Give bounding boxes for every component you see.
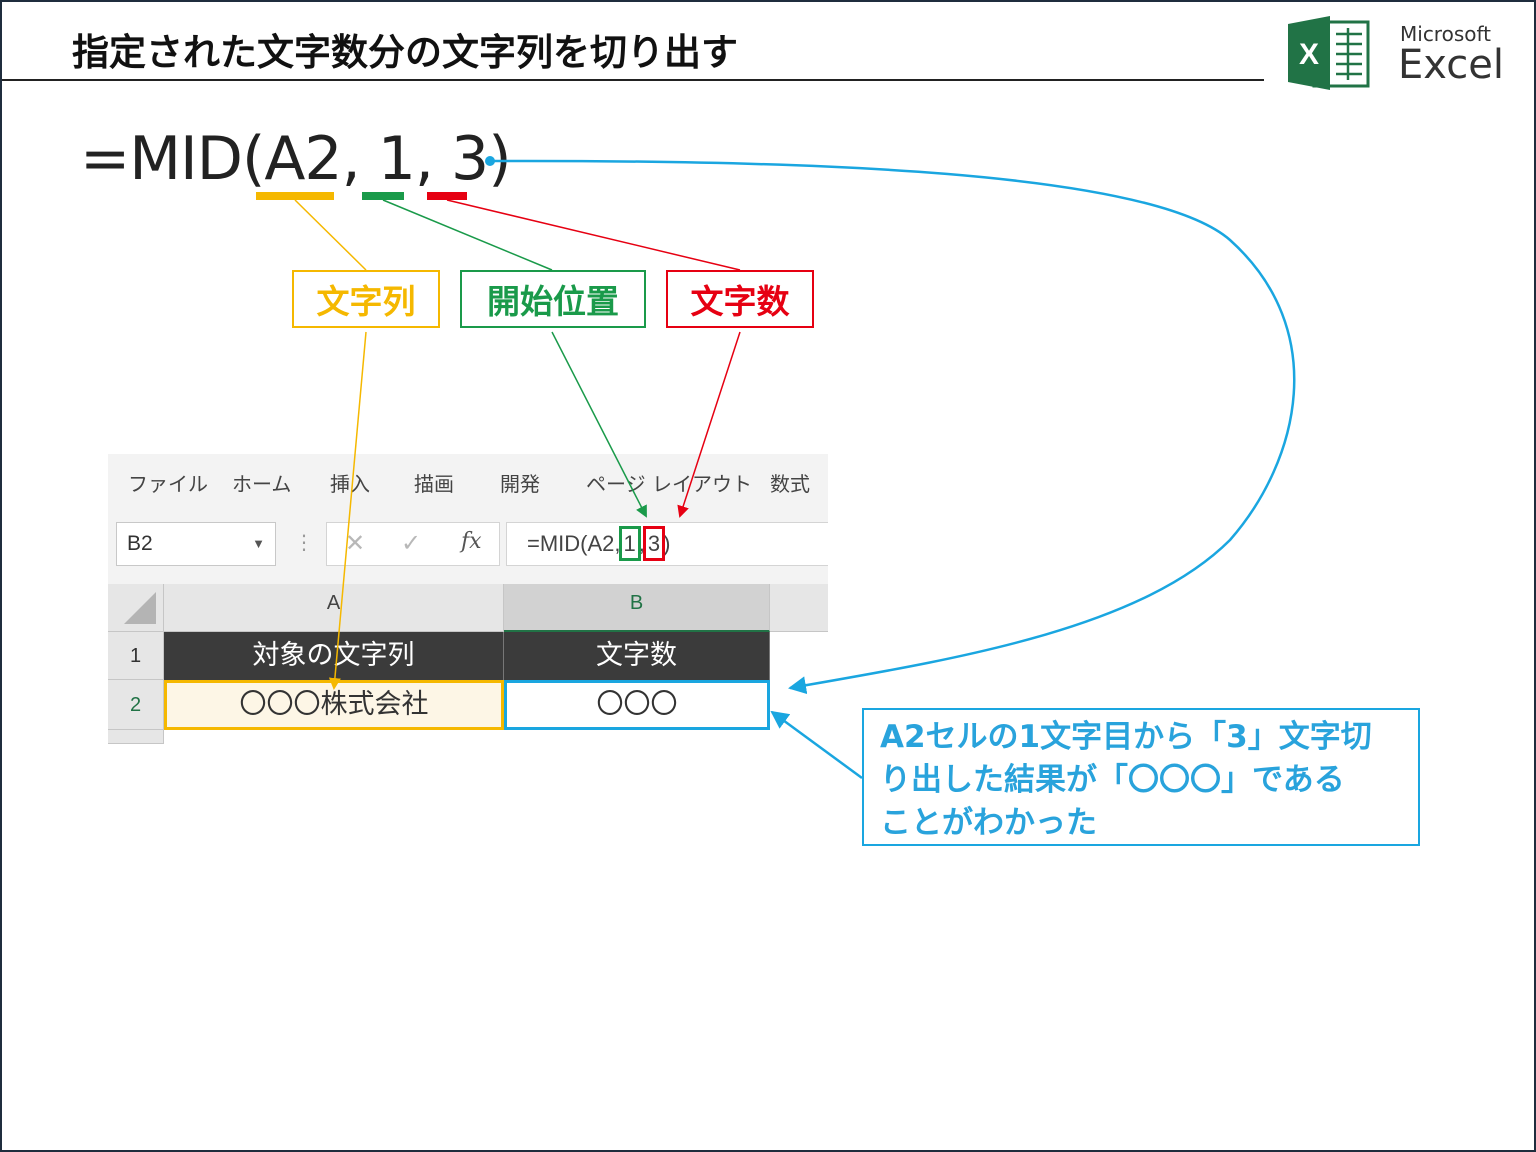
label-count-arg-text: 文字数: [690, 282, 790, 321]
callout-line-3: ことがわかった: [880, 805, 1097, 841]
column-header-b[interactable]: B: [504, 584, 770, 632]
close-icon[interactable]: ✕: [345, 529, 366, 557]
tab-page-layout[interactable]: ページ レイアウト: [586, 472, 752, 496]
logo-brand-text: Microsoft: [1400, 22, 1492, 46]
formula-buttons: ✕ ✓ fx: [326, 522, 500, 566]
ribbon-tabs: ファイル ホーム 挿入 描画 開発 ページ レイアウト 数式: [108, 454, 828, 504]
formula-count-arg: 3: [642, 526, 666, 561]
check-icon[interactable]: ✓: [401, 529, 422, 557]
tab-home[interactable]: ホーム: [232, 472, 292, 496]
cell-a2[interactable]: 〇〇〇株式会社: [164, 680, 504, 730]
label-count-arg: 文字数: [666, 270, 814, 328]
tab-insert[interactable]: 挿入: [330, 472, 370, 496]
tab-developer[interactable]: 開発: [500, 472, 540, 496]
row-header-2[interactable]: 2: [108, 680, 164, 730]
label-text-arg: 文字列: [292, 270, 440, 328]
label-start-arg: 開始位置: [460, 270, 646, 328]
name-box[interactable]: B2 ▼: [116, 522, 276, 566]
fx-icon[interactable]: fx: [461, 529, 482, 554]
label-start-arg-text: 開始位置: [487, 282, 619, 321]
explanation-callout: A2セルの1文字目から「3」文字切 り出した結果が「〇〇〇」である ことがわかっ…: [862, 708, 1420, 846]
cell-b1[interactable]: 文字数: [504, 632, 770, 680]
select-all-corner[interactable]: [108, 584, 164, 632]
label-text-arg-text: 文字列: [316, 282, 416, 321]
cell-b2[interactable]: 〇〇〇: [504, 680, 770, 730]
tab-draw[interactable]: 描画: [414, 472, 454, 496]
tab-file[interactable]: ファイル: [128, 472, 208, 496]
formula-display: =MID(A2, 1, 3): [80, 124, 512, 194]
row-header-1[interactable]: 1: [108, 632, 164, 680]
logo-product-text: Excel: [1398, 42, 1504, 88]
more-vertical-icon[interactable]: ⋮: [294, 530, 314, 554]
column-header-c[interactable]: [770, 584, 828, 632]
name-box-value: B2: [127, 532, 153, 555]
select-all-triangle-icon: [124, 592, 156, 624]
formula-input[interactable]: =MID(A2,1,3): [506, 522, 828, 566]
worksheet-grid: A B 1 2 対象の文字列 文字数 〇〇〇株式会社 〇〇〇: [108, 584, 828, 744]
tab-formulas[interactable]: 数式: [770, 472, 810, 496]
callout-line-1: A2セルの1文字目から「3」文字切: [880, 719, 1372, 755]
title-divider: [2, 79, 1264, 81]
formula-suffix: ): [663, 531, 671, 556]
callout-line-2: り出した結果が「〇〇〇」である: [880, 762, 1345, 798]
formula-prefix: =MID(A2,: [527, 531, 621, 556]
row-header-3[interactable]: [108, 730, 164, 744]
excel-logo-letter: X: [1299, 38, 1319, 71]
formula-start-arg: 1: [618, 526, 641, 561]
page-title: 指定された文字数分の文字列を切り出す: [72, 31, 738, 74]
column-header-a[interactable]: A: [164, 584, 504, 632]
formula-bar: B2 ▼ ⋮ ✕ ✓ fx =MID(A2,1,3): [108, 504, 828, 584]
excel-logo-icon: X: [1288, 16, 1370, 90]
formula-separator: ,: [638, 531, 645, 556]
cell-a1[interactable]: 対象の文字列: [164, 632, 504, 680]
chevron-down-icon[interactable]: ▼: [252, 536, 265, 551]
excel-window: ファイル ホーム 挿入 描画 開発 ページ レイアウト 数式 B2 ▼ ⋮ ✕ …: [108, 454, 828, 744]
